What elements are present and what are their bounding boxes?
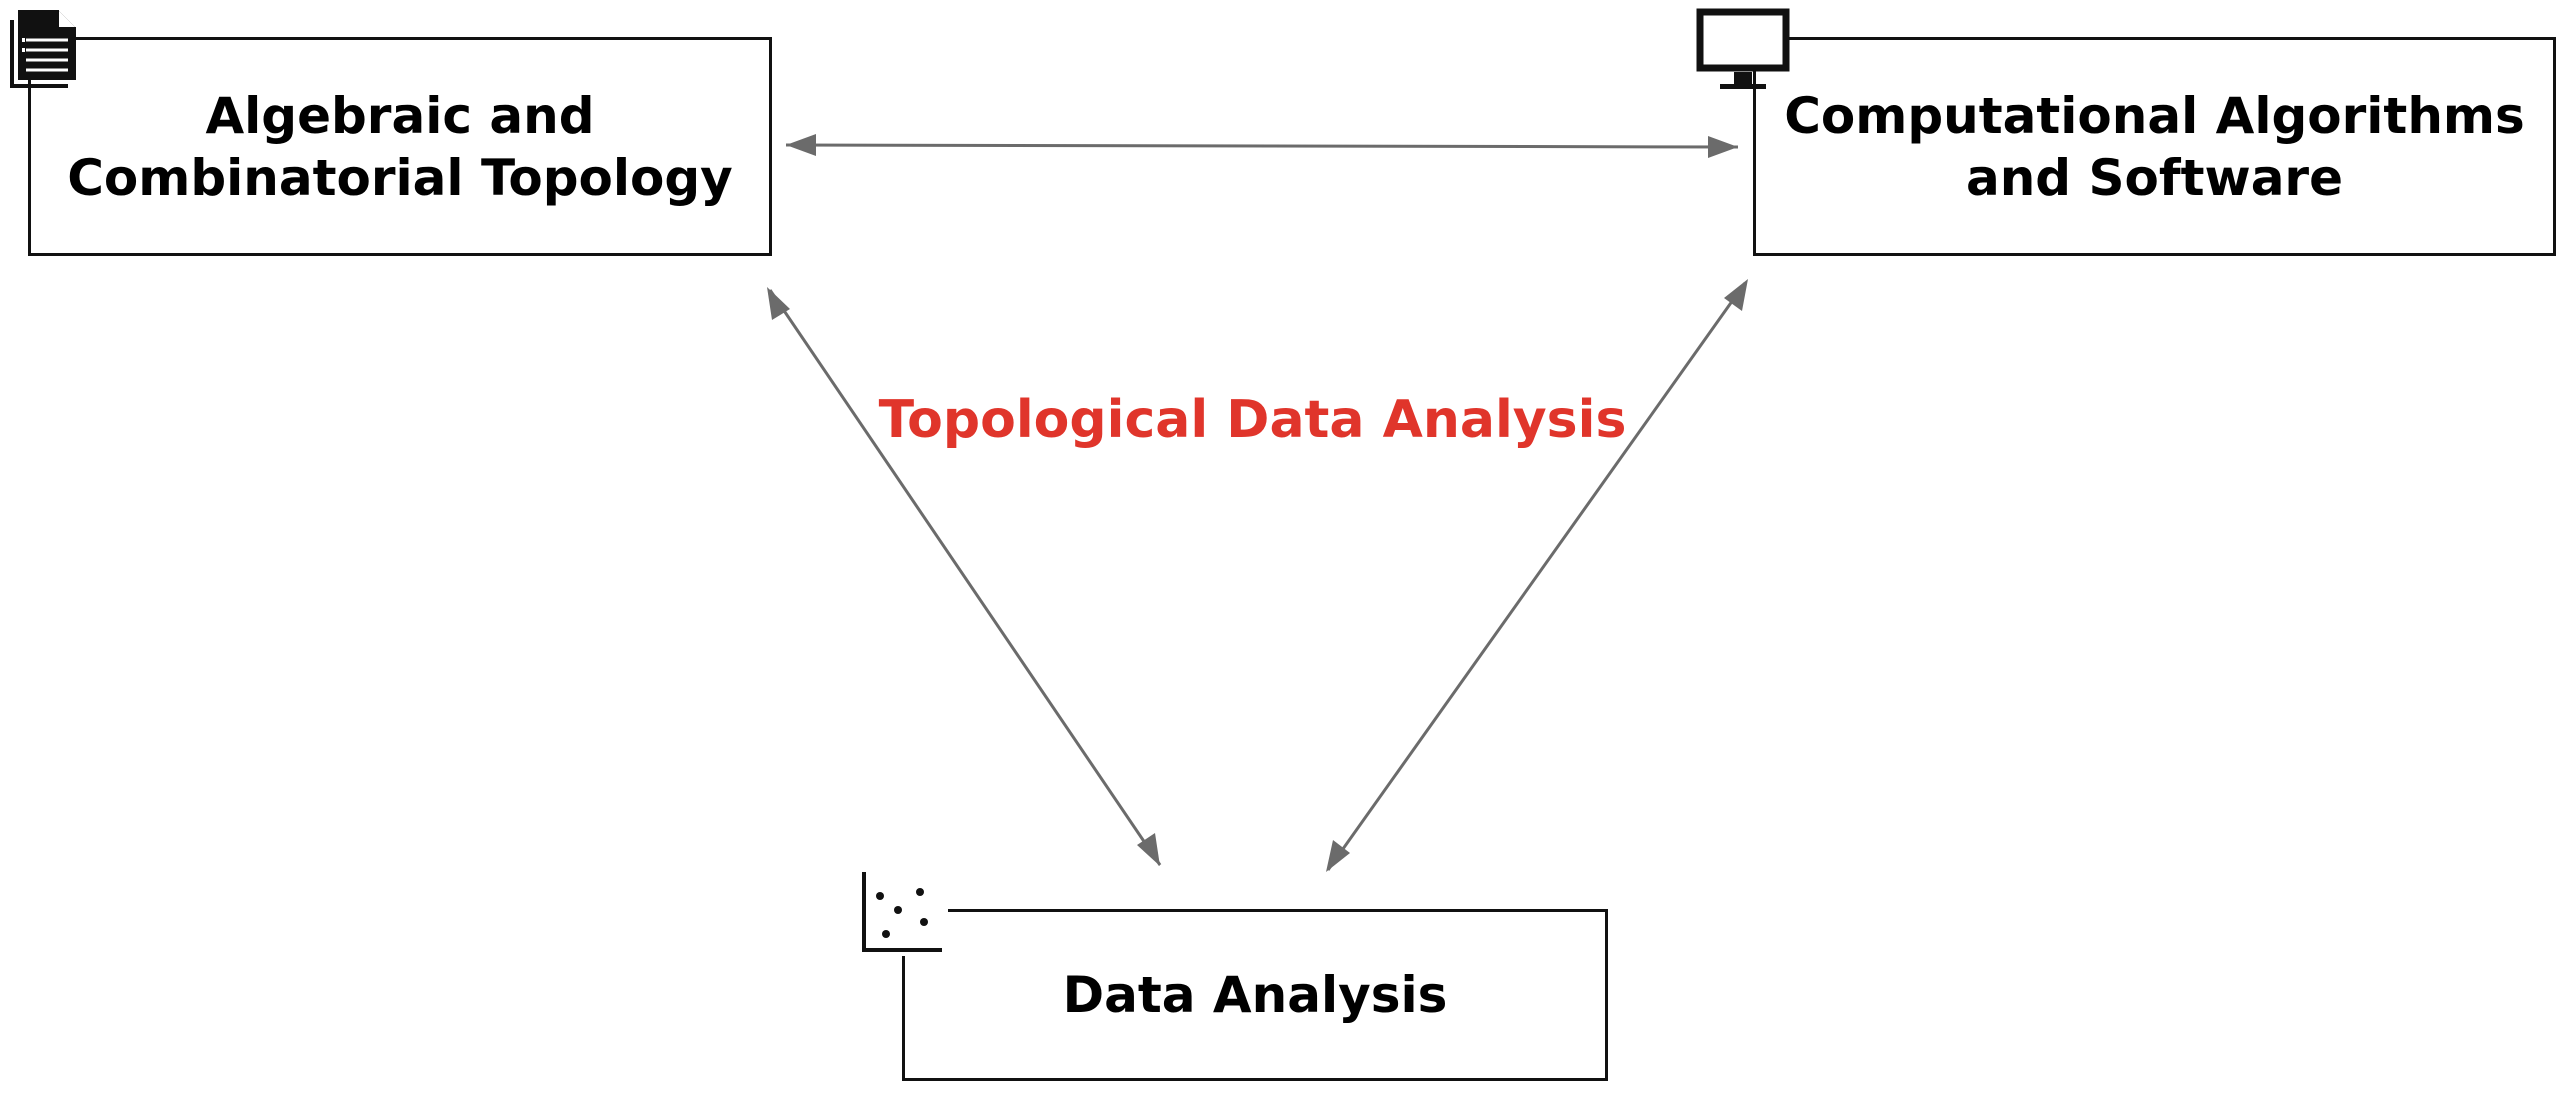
node-label-topology: Algebraic and Combinatorial Topology xyxy=(67,86,733,207)
document-icon xyxy=(6,6,82,90)
arrowhead-topology-diag-end xyxy=(767,287,790,320)
scatter-plot-icon xyxy=(858,870,948,956)
arrow-topology-data-analysis xyxy=(768,289,1162,866)
arrowhead-topology-end xyxy=(786,134,816,156)
node-algebraic-combinatorial-topology: Algebraic and Combinatorial Topology xyxy=(28,37,772,256)
node-label-data-analysis: Data Analysis xyxy=(1062,966,1448,1024)
arrow-topology-computational xyxy=(785,143,1739,149)
arrowhead-computational-end xyxy=(1708,136,1738,158)
arrowhead-computational-diag-end xyxy=(1724,279,1748,311)
center-label-tda: Topological Data Analysis xyxy=(878,390,1627,450)
arrowhead-data-left-end xyxy=(1137,833,1160,866)
arrow-computational-data-analysis xyxy=(1326,282,1747,871)
node-computational-algorithms-software: Computational Algorithms and Software xyxy=(1753,37,2556,256)
node-label-computational: Computational Algorithms and Software xyxy=(1784,86,2525,207)
node-data-analysis: Data Analysis xyxy=(902,909,1608,1081)
monitor-icon xyxy=(1696,8,1792,92)
arrowhead-data-right-end xyxy=(1326,840,1350,872)
